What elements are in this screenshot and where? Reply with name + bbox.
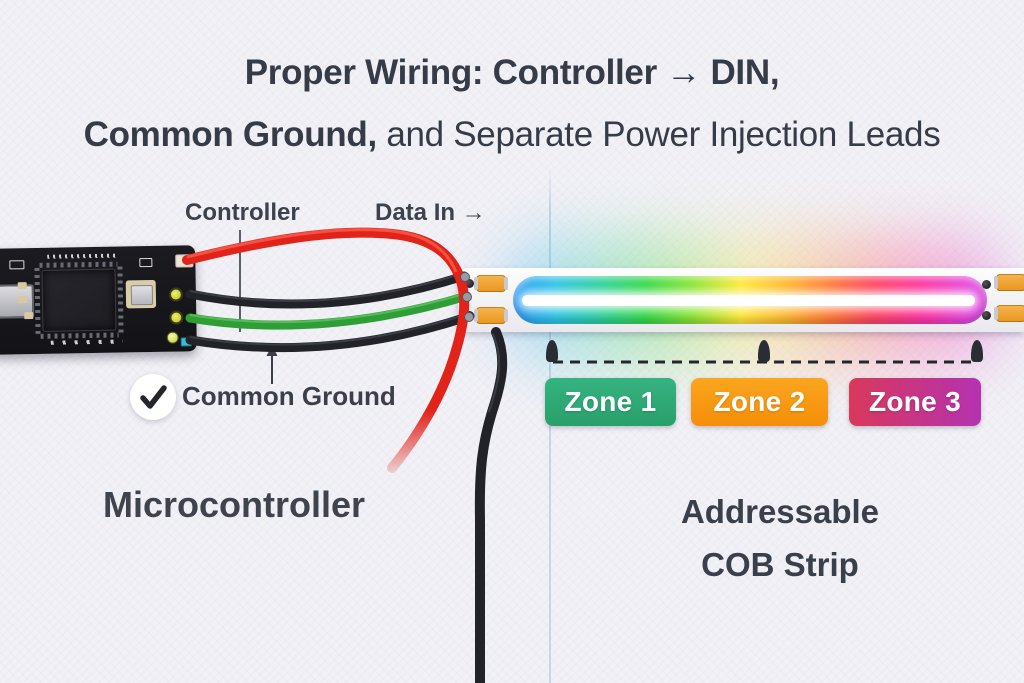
chip-pins-bottom [40,332,119,339]
silkscreen-mark [9,260,25,270]
solder-pad [168,287,184,302]
title-line-1: Proper Wiring: Controller → DIN, [244,53,780,92]
cob-white-core [522,295,975,306]
arrow-up-icon [266,345,278,356]
strip-output-pad [994,305,1024,322]
wire-highlight [186,228,458,273]
cob-rainbow-light [513,276,987,324]
controller-label: Controller [185,199,300,226]
check-icon [140,385,167,409]
wire-highlight [488,333,501,413]
chip-pins-left [34,267,41,335]
solder-dot [982,280,991,289]
zone-3-label: Zone 3 [868,386,962,417]
mcu-chip [41,268,117,332]
zone-1-badge: Zone 1 [545,378,676,426]
smd-capacitor [17,282,27,290]
strip-output-pad [994,274,1024,291]
zone-boundary-pin [758,340,770,362]
data-in-label: Data In → [375,199,486,226]
cob-strip-label: Addressable COB Strip [630,485,930,591]
board-button [125,279,157,309]
solder-dot [465,311,474,320]
status-led [166,331,179,344]
page-title: Proper Wiring: Controller → DIN, Common … [0,42,1024,166]
wire-highlight [189,312,471,346]
ground-wire-bottom [185,311,475,352]
silkscreen-mark [47,253,118,259]
solder-pad [175,254,194,268]
microcontroller-label: Microcontroller [103,484,366,525]
wire-highlight [189,272,465,302]
zone-2-badge: Zone 2 [691,378,828,426]
cob-strip-label-line1: Addressable [680,493,880,530]
cob-strip [458,268,1024,332]
silkscreen-mark [50,339,123,345]
solder-dot [465,279,474,288]
wire-highlight [189,292,468,323]
zone-2-label: Zone 2 [713,386,806,417]
ground-wire-top [185,271,469,309]
data-wire-green [185,291,472,330]
title-line-2: Common Ground, and Separate Power Inject… [83,115,941,154]
chip-pins-right [117,266,124,333]
chip-pins-top [39,261,118,268]
solder-dot [982,311,991,320]
common-ground-label: Common Ground [182,381,396,411]
power-injection-wire-black [474,327,508,683]
solder-pad [169,310,184,325]
power-wire-red [182,227,470,473]
microcontroller-board [0,245,197,355]
smd-capacitor [24,312,34,320]
strip-input-pad [474,307,508,324]
smd-component [180,337,192,347]
silkscreen-mark [139,257,153,268]
cob-strip-label-line2: COB Strip [701,546,859,583]
strip-input-pad [474,275,508,292]
zone-3-badge: Zone 3 [849,378,981,426]
zone-1-label: Zone 1 [564,386,657,417]
smd-capacitor [17,296,28,304]
check-circle [130,374,176,420]
